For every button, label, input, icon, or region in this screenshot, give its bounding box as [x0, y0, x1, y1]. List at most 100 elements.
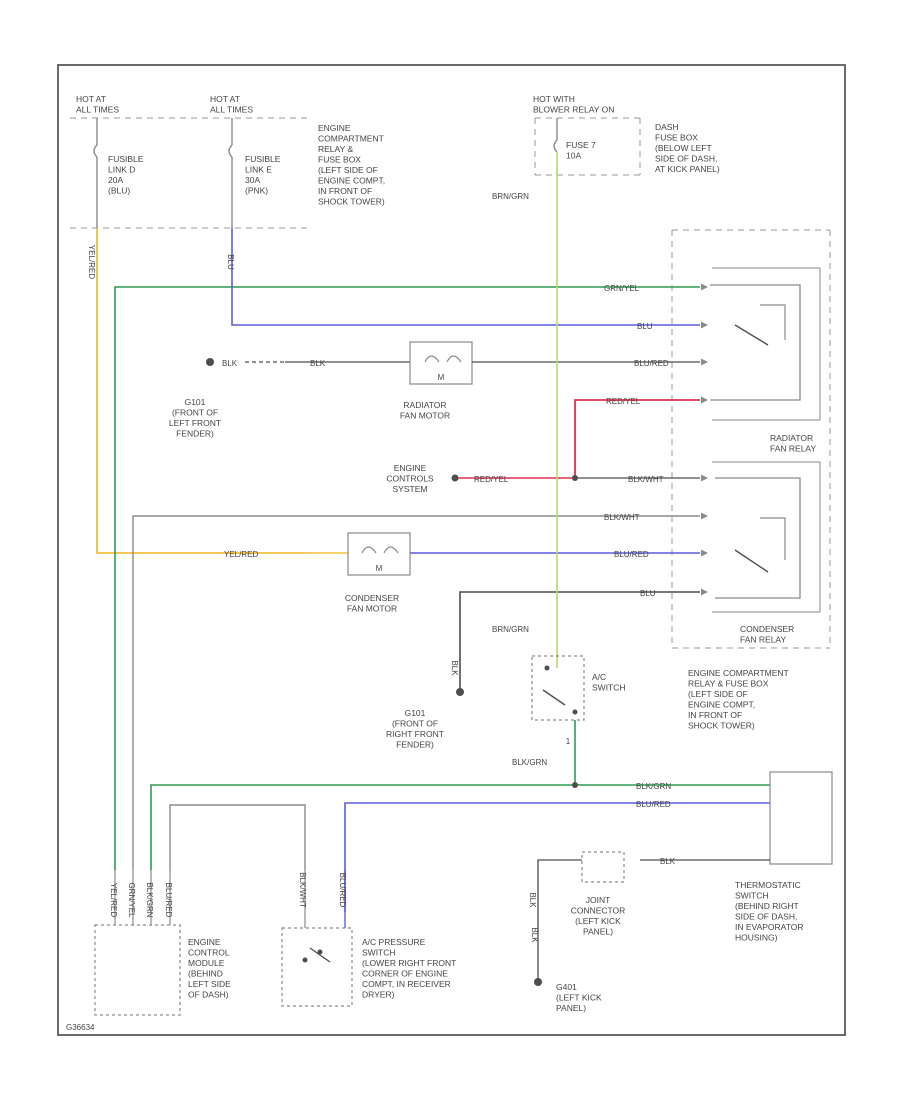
radiator-fan-motor-box: [409, 341, 473, 385]
radiator-relay-contact: [760, 304, 786, 340]
ground-g401-label-line: PANEL): [556, 1003, 586, 1013]
motor-icon: [424, 355, 462, 363]
condenser-fan-motor-box: [347, 532, 411, 576]
wire-label-blk-wht: BLK/WHT: [628, 475, 664, 484]
engine-compartment-relay-label-line: COMPARTMENT: [318, 134, 384, 144]
ground-g101-label-line: (FRONT OF: [172, 408, 218, 418]
pressure-switch-icon: [309, 947, 331, 963]
blk-wht-wire: [132, 515, 700, 870]
thermostatic-switch-label-line: (BEHIND RIGHT: [735, 901, 799, 911]
hot-with-blower-label-line: HOT WITH: [533, 94, 575, 104]
switch-terminal: [317, 949, 323, 955]
switch-terminal: [572, 709, 578, 715]
fusible-link-e-icon: [228, 144, 233, 158]
wire-label-ecm: GRN/YEL: [127, 882, 136, 918]
pin-label: 1: [566, 737, 571, 746]
wire-label-blk: BLK: [660, 857, 676, 866]
joint-connector-label-line: PANEL): [583, 927, 613, 937]
ac-pressure-switch-label-line: COMPT, IN RECEIVER: [362, 979, 451, 989]
dash-fuse-box-label-line: AT KICK PANEL): [655, 164, 720, 174]
blu-wire: [459, 591, 700, 690]
engine-controls-terminal: [451, 474, 459, 482]
ground-g101b-icon: [456, 688, 464, 696]
engine-controls-label-line: CONTROLS: [386, 474, 434, 484]
ac-pressure-switch-box: [281, 927, 353, 1007]
fusible-link-e-label-line: LINK E: [245, 165, 272, 175]
yel-red-wire: [96, 228, 305, 554]
ecm-label-line: LEFT SIDE: [188, 979, 231, 989]
fuse-7-label-line: FUSE 7: [566, 140, 596, 150]
wire-label-blk: BLK: [528, 892, 537, 908]
condenser-fan-relay-label-line: FAN RELAY: [740, 635, 786, 645]
fusible-link-d-label-line: (BLU): [108, 186, 130, 196]
engine-compartment-relay-label-line: ENGINE: [318, 123, 351, 133]
thermostatic-switch-label-line: IN EVAPORATOR: [735, 922, 804, 932]
engine-compartment-relay-label-line: (LEFT SIDE OF: [318, 165, 378, 175]
engine-compartment-relay-label-line: RELAY &: [318, 144, 353, 154]
engine-relay-box-right-label-line: IN FRONT OF: [688, 710, 742, 720]
fusible-link-d-icon: [93, 144, 98, 158]
fuse-7-label-line: 10A: [566, 151, 581, 161]
red-yel-wire: [574, 399, 700, 478]
ac-switch-label-line: SWITCH: [592, 683, 626, 693]
engine-compartment-relay-label-line: ENGINE COMPT,: [318, 176, 385, 186]
connector-arrow-icon: [701, 283, 708, 291]
engine-relay-box-right-label-line: ENGINE COMPT,: [688, 700, 755, 710]
ac-pressure-switch-label-line: (LOWER RIGHT FRONT: [362, 958, 456, 968]
wire-label-ecm: YEL/RED: [109, 883, 118, 917]
condenser-fan-motor-label-line: FAN MOTOR: [347, 604, 397, 614]
radiator-fan-relay-label-line: RADIATOR: [770, 433, 813, 443]
wire-label-blu: BLU: [640, 589, 656, 598]
fuse-7-icon: [553, 139, 558, 153]
blu-wire: [231, 228, 700, 326]
wire-label-yel-red: YEL/RED: [87, 245, 96, 279]
engine-controls-label-line: SYSTEM: [393, 484, 428, 494]
engine-compartment-relay-label-line: IN FRONT OF: [318, 186, 372, 196]
ground-g101b-label-line: RIGHT FRONT: [386, 729, 444, 739]
joint-connector-box: [581, 851, 625, 883]
dash-fuse-box-label-line: SIDE OF DASH,: [655, 154, 717, 164]
thermostatic-switch-label-line: HOUSING): [735, 933, 778, 943]
radiator-relay-frame: [710, 284, 801, 401]
fusible-link-e-label-line: FUSIBLE: [245, 154, 281, 164]
thermostatic-switch-box: [769, 771, 833, 865]
wire-label-blk: BLK: [530, 927, 539, 943]
blk-grn-wire: [150, 784, 770, 870]
ground-g401-label-line: (LEFT KICK: [556, 993, 602, 1003]
radiator-fan-motor-label-line: FAN MOTOR: [400, 411, 450, 421]
joint-connector-label-line: JOINT: [586, 895, 611, 905]
engine-compartment-relay-label-line: SHOCK TOWER): [318, 197, 385, 207]
wire-label-press: BLU/RED: [338, 873, 347, 908]
wire-label-blk: BLK: [222, 359, 238, 368]
joint-connector-label-line: (LEFT KICK: [575, 916, 621, 926]
wire-label-red-yel: RED/YEL: [606, 397, 641, 406]
ac-switch-label-line: A/C: [592, 672, 606, 682]
condenser-relay-switch-icon: [734, 549, 769, 573]
joint-connector-label-line: CONNECTOR: [571, 906, 626, 916]
engine-relay-box-right-label-line: (LEFT SIDE OF: [688, 689, 748, 699]
blu-red-wire: [344, 802, 770, 912]
fusible-link-e-label-line: 30A: [245, 175, 260, 185]
condenser-fan-relay-label-line: CONDENSER: [740, 624, 794, 634]
ground-g101b-label-line: G101: [405, 708, 426, 718]
wire-label-blk: BLK: [450, 660, 459, 676]
dash-fuse-box-label-line: (BELOW LEFT: [655, 143, 712, 153]
ground-g101-icon: [206, 358, 214, 366]
ac-switch-box: [531, 655, 585, 721]
wire-label-blk-grn: BLK/GRN: [512, 758, 547, 767]
ground-g101b-label-line: FENDER): [396, 740, 434, 750]
ground-g101-label-line: G101: [185, 397, 206, 407]
hot-with-blower-label-line: BLOWER RELAY ON: [533, 105, 614, 115]
diagram-code: G36634: [66, 1023, 95, 1032]
ac-pressure-switch-label-line: SWITCH: [362, 948, 396, 958]
radiator-relay-switch-icon: [734, 324, 769, 346]
ac-pressure-switch-label-line: A/C PRESSURE: [362, 937, 426, 947]
fusible-link-d-label-line: LINK D: [108, 165, 135, 175]
switch-terminal: [302, 957, 308, 963]
fusible-link-d-label-line: 20A: [108, 175, 123, 185]
ecm-label-line: CONTROL: [188, 948, 230, 958]
wire-label-blk-grn: BLK/GRN: [636, 782, 671, 791]
ecm-label-line: OF DASH): [188, 990, 229, 1000]
wire-label-blu-red: BLU/RED: [614, 550, 649, 559]
wire-label-brn-grn: BRN/GRN: [492, 625, 529, 634]
